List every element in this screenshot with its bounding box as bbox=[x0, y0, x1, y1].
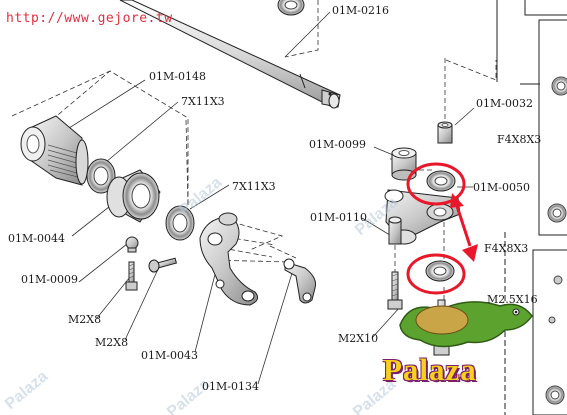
label-01m-0216: 01M-0216 bbox=[332, 4, 389, 17]
bearing-left bbox=[86, 158, 116, 194]
collar-0099 bbox=[391, 147, 417, 181]
label-01m-0110: 01M-0110 bbox=[310, 211, 367, 224]
pin-0110 bbox=[388, 216, 402, 245]
site-url-text: http://www.gejore.tw bbox=[6, 11, 173, 26]
bearing-f4x8x3-upper bbox=[426, 170, 456, 192]
label-01m-0044: 01M-0044 bbox=[8, 232, 65, 245]
label-01m-0099: 01M-0099 bbox=[309, 138, 366, 151]
bushing-top bbox=[437, 121, 453, 144]
leader-lines bbox=[57, 11, 493, 385]
label-01m-0009: 01M-0009 bbox=[21, 273, 78, 286]
bearing-f4x8x3-lower bbox=[425, 260, 455, 282]
label-7x11x3-top: 7X11X3 bbox=[181, 95, 225, 108]
ball-link bbox=[125, 236, 139, 253]
label-m2-5x16: M2.5X16 bbox=[487, 293, 538, 306]
label-01m-0032: 01M-0032 bbox=[476, 97, 533, 110]
label-f4x8x3-upper: F4X8X3 bbox=[497, 133, 542, 146]
label-f4x8x3-lower: F4X8X3 bbox=[484, 242, 529, 255]
palaza-logo-mascot bbox=[399, 301, 533, 348]
screw-m2x10 bbox=[387, 271, 403, 310]
screw-m2x8-horizontal bbox=[148, 257, 178, 273]
highlight-circle-lower bbox=[406, 253, 466, 295]
main-shaft bbox=[119, 0, 341, 109]
screw-m2x8-vertical bbox=[125, 261, 138, 291]
label-01m-0050: 01M-0050 bbox=[473, 181, 530, 194]
label-m2x10: M2X10 bbox=[338, 332, 379, 345]
label-m2x8-b: M2X8 bbox=[95, 336, 129, 349]
label-01m-0148: 01M-0148 bbox=[149, 70, 206, 83]
linkage-rod bbox=[283, 258, 316, 304]
highlight-circle-upper bbox=[406, 162, 466, 206]
bearing-middle bbox=[165, 205, 195, 241]
label-m2x8-a: M2X8 bbox=[68, 313, 102, 326]
splined-hub bbox=[20, 115, 89, 186]
label-01m-0043: 01M-0043 bbox=[141, 349, 198, 362]
frame-hardware-right bbox=[545, 76, 567, 405]
label-01m-0134: 01M-0134 bbox=[202, 380, 259, 393]
bellcrank-arm bbox=[199, 212, 259, 306]
spacer-tube bbox=[106, 169, 161, 223]
highlight-arrow bbox=[450, 193, 478, 262]
label-7x11x3-middle: 7X11X3 bbox=[232, 180, 276, 193]
top-bearing bbox=[277, 0, 305, 16]
palaza-logo-text: Palaza bbox=[383, 352, 477, 387]
